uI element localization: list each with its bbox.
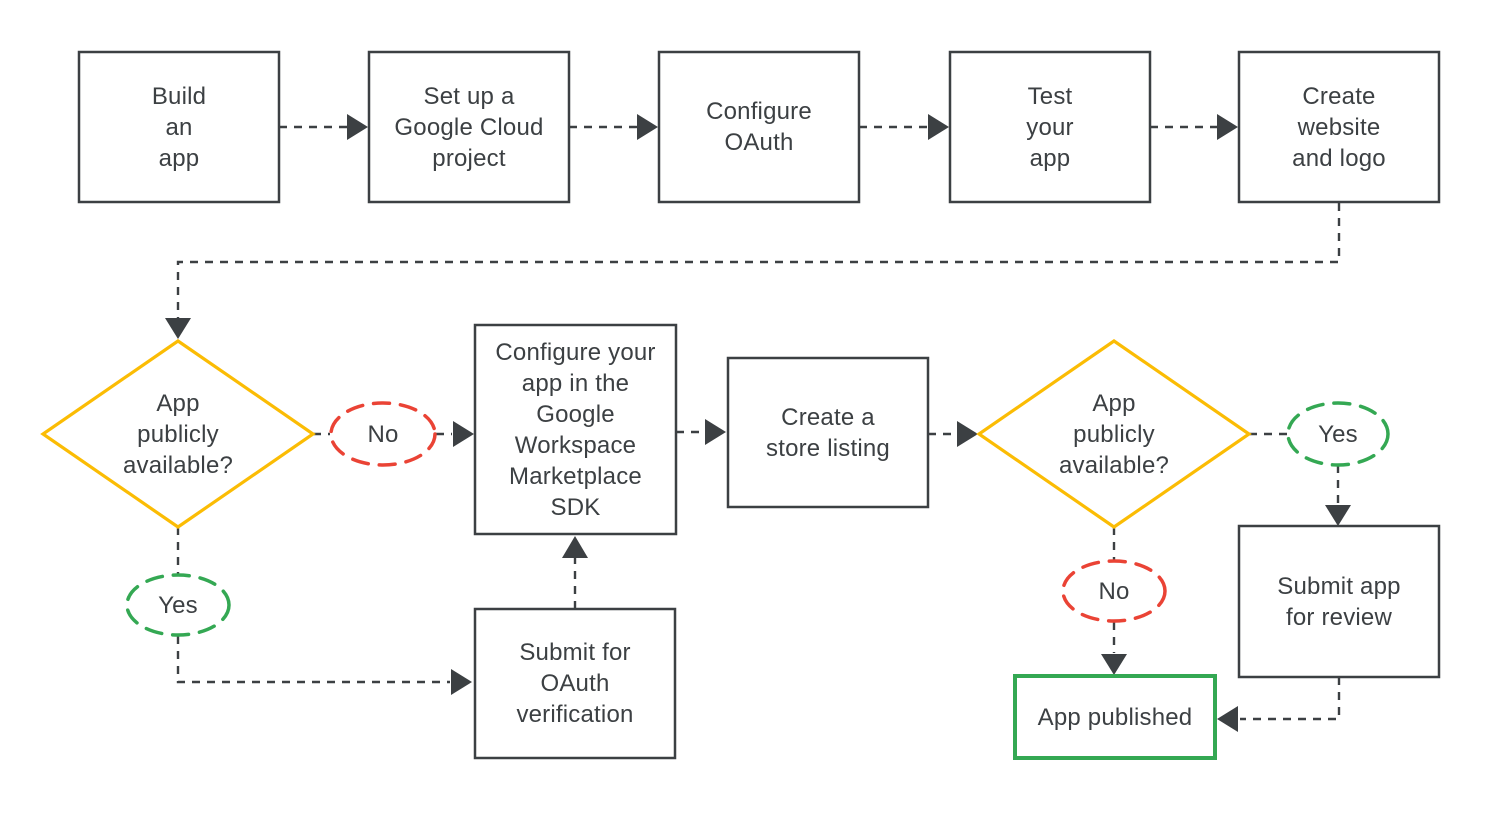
box-submit-review	[1237, 524, 1441, 679]
arrowhead-up-into-configure-sdk	[562, 536, 588, 558]
box-configure-sdk	[473, 323, 678, 536]
box-app-published	[1013, 674, 1217, 760]
box-configure-oauth	[657, 50, 861, 204]
arrowhead-left-into-app-published	[1217, 706, 1238, 732]
arrowhead-into-website	[1217, 114, 1238, 140]
arrowhead-into-configure-sdk	[453, 421, 474, 447]
box-store-listing	[726, 356, 930, 509]
connector-website-to-decision1	[176, 203, 1341, 318]
diamond-decision-public-2	[976, 339, 1252, 529]
arrowhead-into-setup	[347, 114, 368, 140]
arrowhead-into-decision1	[165, 318, 191, 339]
box-test-app	[948, 50, 1152, 204]
arrowhead-into-test	[928, 114, 949, 140]
diamond-decision-public-1	[40, 339, 316, 529]
bubble-yes-1	[125, 573, 231, 637]
arrowhead-into-submit-review	[1325, 505, 1351, 526]
connector-submit-review-to-app-published	[1240, 677, 1341, 721]
bubble-no-1	[329, 401, 437, 467]
box-setup-project	[367, 50, 571, 204]
box-submit-oauth	[473, 607, 677, 760]
arrowhead-into-store	[705, 419, 726, 445]
connector-yes-to-submit-oauth	[176, 636, 450, 684]
arrowhead-into-oauth	[637, 114, 658, 140]
bubble-no-2	[1061, 559, 1167, 623]
arrowhead-into-app-published	[1101, 654, 1127, 675]
bubble-yes-2	[1286, 401, 1390, 467]
box-build-app	[77, 50, 281, 204]
arrowhead-into-submit-oauth	[451, 669, 472, 695]
arrowhead-into-decision2	[957, 421, 978, 447]
box-create-website	[1237, 50, 1441, 204]
